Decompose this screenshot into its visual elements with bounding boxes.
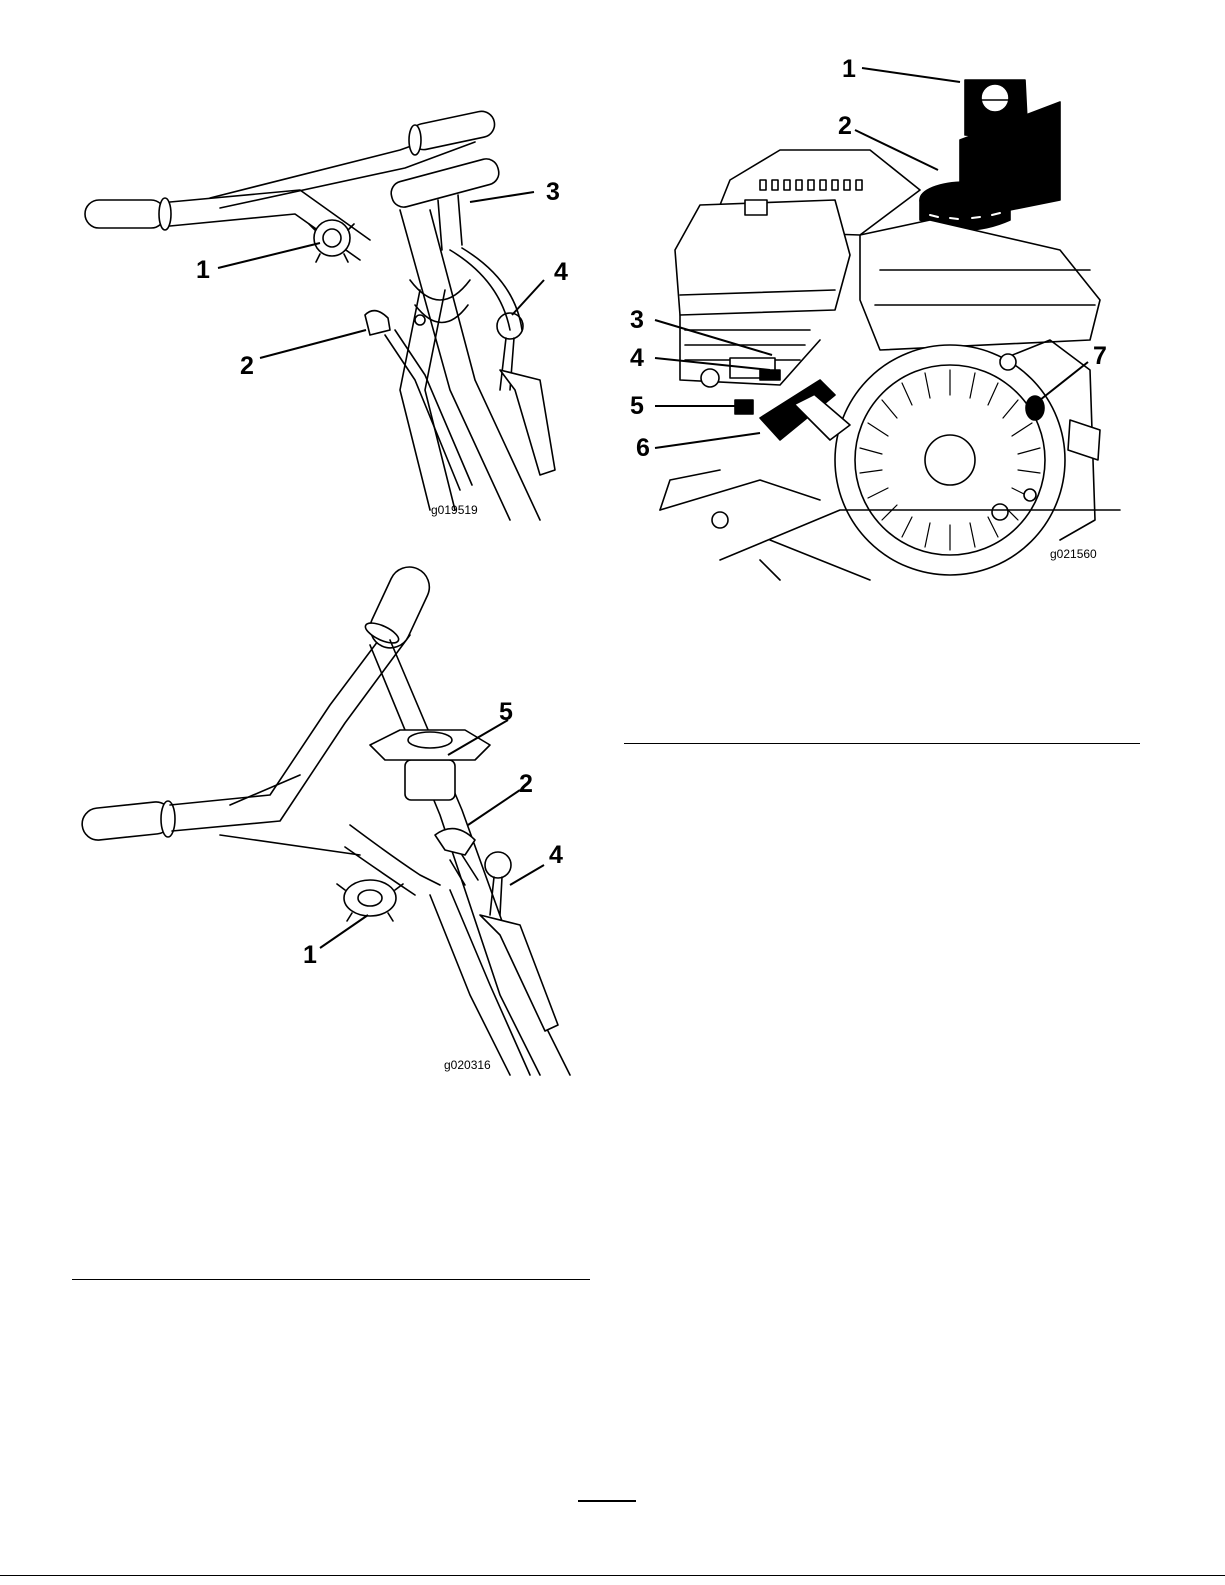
fig2-graphic-code: g020316 [444, 1059, 491, 1071]
page-number-rule [578, 1500, 636, 1502]
fig3-callout-1: 1 [842, 57, 856, 82]
fig1-callout-1: 1 [196, 258, 210, 283]
fig2-callout-5: 5 [499, 700, 513, 725]
fig3-callout-6: 6 [636, 436, 650, 461]
fig2-callout-4: 4 [549, 843, 563, 868]
fig1-callout-3: 3 [546, 180, 560, 205]
fig3-callout-5: 5 [630, 394, 644, 419]
fig3-callout-7: 7 [1093, 344, 1107, 369]
fig1-callout-4: 4 [554, 260, 568, 285]
page-bottom-line [0, 1575, 1225, 1576]
section-rule-left [72, 1279, 590, 1280]
fig3-callout-4: 4 [630, 346, 644, 371]
engine-leaders [620, 40, 1140, 580]
fig1-callout-2: 2 [240, 354, 254, 379]
handlebar-bottom-leaders [70, 555, 590, 1075]
fig2-callout-1: 1 [303, 943, 317, 968]
section-rule-right [624, 743, 1140, 744]
fig2-callout-2: 2 [519, 772, 533, 797]
fig3-graphic-code: g021560 [1050, 548, 1097, 560]
figure-engine [620, 40, 1140, 580]
figure-handlebar-bottom [70, 555, 590, 1075]
handlebar-top-leaders [70, 90, 590, 530]
fig3-callout-3: 3 [630, 308, 644, 333]
figure-handlebar-top [70, 90, 590, 530]
fig1-graphic-code: g019519 [431, 504, 478, 516]
fig3-callout-2: 2 [838, 114, 852, 139]
